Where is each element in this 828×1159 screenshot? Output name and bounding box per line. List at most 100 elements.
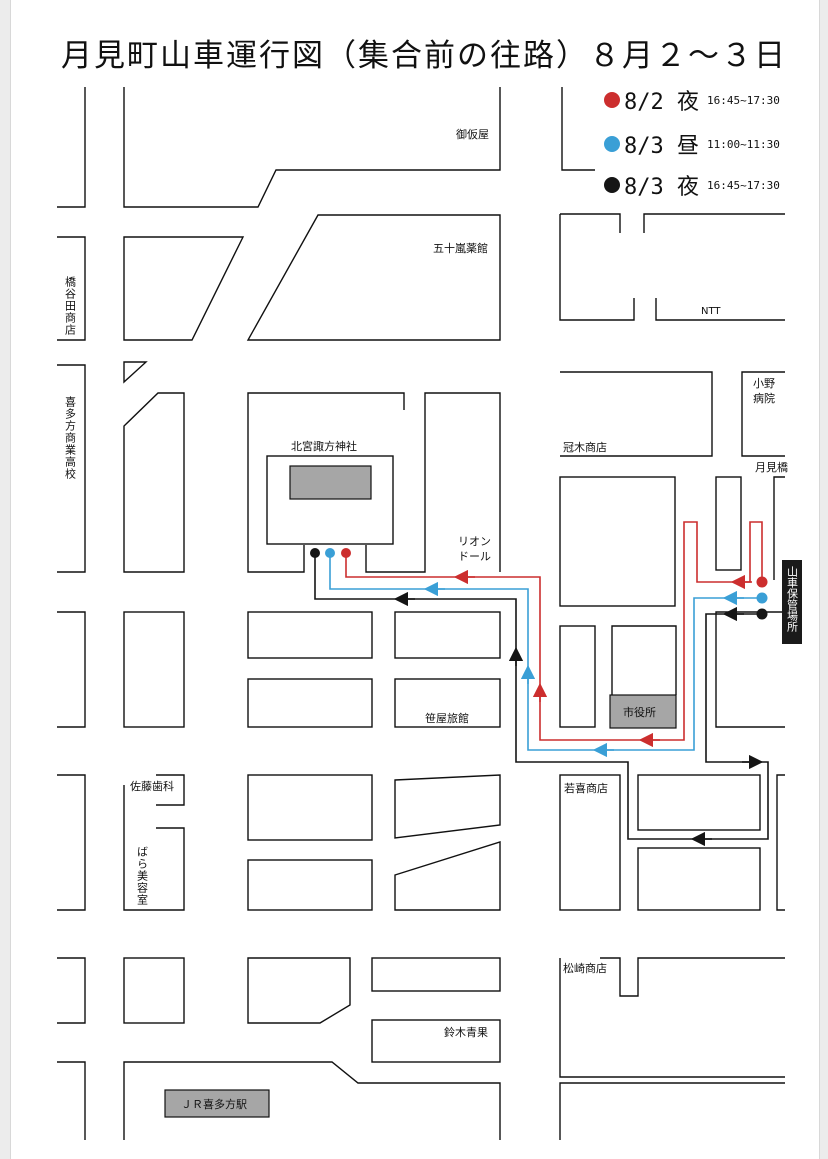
label-shiyakusho: 市役所 <box>623 705 656 719</box>
route-start-black <box>756 608 768 620</box>
block <box>773 476 785 580</box>
block <box>560 371 713 457</box>
label-kanmuri: 冠木商店 <box>563 440 607 454</box>
route-end-black <box>310 548 320 558</box>
route-end-blue <box>325 548 335 558</box>
block <box>637 774 761 831</box>
block <box>715 611 785 728</box>
city-blocks <box>57 87 785 1140</box>
block <box>123 1061 501 1140</box>
legend-time: 16:45~17:30 <box>706 178 780 192</box>
label-sato: 佐藤歯科 <box>130 779 174 793</box>
block <box>655 298 785 321</box>
city-hall-building <box>609 694 677 729</box>
block <box>123 87 501 208</box>
legend-time: 16:45~17:30 <box>706 93 780 107</box>
block <box>394 774 501 839</box>
block <box>57 957 86 1024</box>
shrine-grounds <box>266 455 394 545</box>
legend-dot-black <box>604 177 620 193</box>
label-gofukuya: 御仮屋 <box>456 127 489 141</box>
legend-item-1: 8/3 昼 11:00~11:30 <box>604 127 780 161</box>
block <box>611 625 677 695</box>
label-ono-2: 病院 <box>753 391 775 405</box>
block <box>394 678 501 728</box>
block <box>741 371 785 457</box>
label-matsuzaki: 松崎商店 <box>563 961 607 975</box>
legend-item-2: 8/3 夜 16:45~17:30 <box>604 168 780 202</box>
block <box>559 476 676 607</box>
block <box>57 87 86 208</box>
route-blue <box>329 553 762 751</box>
legend-time: 11:00~11:30 <box>706 137 780 151</box>
block <box>123 361 148 384</box>
label-wakaki: 若喜商店 <box>564 781 608 795</box>
block <box>394 841 501 911</box>
legend-item-0: 8/2 夜 16:45~17:30 <box>604 83 780 117</box>
block <box>156 774 185 806</box>
block <box>123 785 185 911</box>
dashi-storage-box <box>782 560 802 644</box>
block <box>559 214 635 321</box>
block <box>57 774 86 911</box>
block <box>123 392 185 573</box>
block <box>637 847 761 911</box>
label-dashi-storage: 山車保管場所 <box>786 566 799 633</box>
block <box>559 1082 785 1140</box>
block <box>57 236 86 341</box>
block <box>247 392 405 573</box>
label-ono-1: 小野 <box>753 377 775 390</box>
block <box>247 774 373 841</box>
label-bara: ばら美容室 <box>136 846 149 906</box>
label-rion-1: リオン <box>458 535 491 548</box>
route-red <box>345 521 763 741</box>
place-labels: 御仮屋 五十嵐薬館 NTT 北宮諏方神社 リオン ドール 冠木商店 小野 病院 … <box>130 127 788 1111</box>
block <box>246 214 501 341</box>
label-kitamiya: 北宮諏方神社 <box>291 439 357 453</box>
block <box>247 859 373 911</box>
route-start-red <box>756 576 768 588</box>
route-end-red <box>341 548 351 558</box>
legend-label: 8/3 夜 <box>624 175 699 200</box>
label-igarashi: 五十嵐薬館 <box>433 241 488 255</box>
block <box>247 957 351 1024</box>
label-ntt: NTT <box>701 306 721 317</box>
label-sasaya: 笹屋旅館 <box>425 711 469 725</box>
label-rion-2: ドール <box>458 550 491 563</box>
block <box>123 611 185 728</box>
legend-label: 8/2 夜 <box>624 90 699 115</box>
block <box>57 611 86 728</box>
label-suzuki: 鈴木青果 <box>444 1025 488 1039</box>
map-sheet <box>10 0 820 1159</box>
block <box>57 364 86 573</box>
label-kitakata-school: 喜多方商業高校 <box>64 396 77 480</box>
block <box>394 611 501 659</box>
block <box>247 611 373 659</box>
block <box>57 1061 86 1140</box>
map-title: 月見町山車運行図（集合前の往路）８月２～３日 <box>61 38 787 74</box>
shrine-building <box>289 465 372 500</box>
route-start-blue <box>756 592 768 604</box>
jr-station-building <box>164 1089 270 1118</box>
block <box>365 392 501 573</box>
legend-label: 8/3 昼 <box>624 134 699 159</box>
block <box>776 774 785 911</box>
block <box>643 213 785 233</box>
block <box>600 957 785 997</box>
block <box>559 958 785 1078</box>
block <box>247 678 373 728</box>
block <box>559 774 621 911</box>
label-tsukimibashi: 月見橋 <box>755 460 788 474</box>
block <box>371 1019 501 1063</box>
label-hashiya: 橋谷田商店 <box>64 275 77 336</box>
legend-dot-red <box>604 92 620 108</box>
route-black <box>314 553 769 840</box>
label-jr: ＪＲ喜多方駅 <box>181 1097 247 1111</box>
block <box>560 213 621 233</box>
block <box>123 236 245 341</box>
block <box>123 957 185 1024</box>
legend-dot-blue <box>604 136 620 152</box>
block <box>561 87 595 171</box>
block <box>559 625 596 728</box>
